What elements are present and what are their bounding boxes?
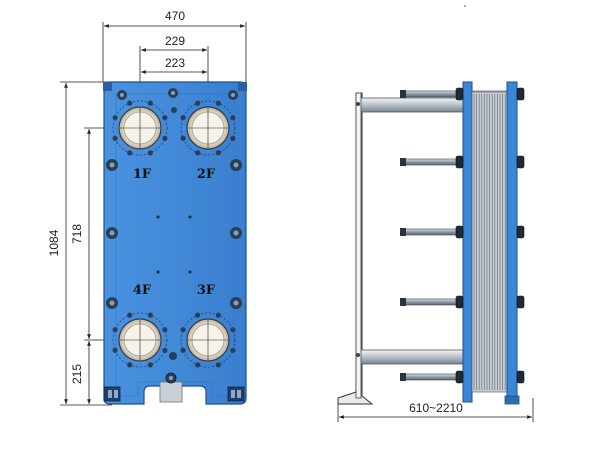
- port-bolt: [195, 150, 201, 156]
- port-bolt: [195, 312, 201, 318]
- nut-left: [455, 87, 464, 101]
- port-bolt: [180, 327, 186, 333]
- tie-rod-end: [400, 373, 406, 381]
- port-4f: [112, 312, 168, 368]
- nut-right: [516, 225, 525, 239]
- port-bolt: [215, 362, 221, 368]
- dimension-port-spacing-inner: 223: [141, 56, 207, 74]
- nut-left: [455, 295, 464, 309]
- tie-rod-end: [400, 158, 406, 166]
- port-bolt: [162, 347, 168, 353]
- port-bolt: [195, 100, 201, 106]
- port-bolt: [162, 327, 168, 333]
- dim-label-229: 229: [165, 34, 185, 48]
- stray-dot: [464, 5, 466, 7]
- port-bolt: [127, 150, 133, 156]
- port-bolt: [147, 312, 153, 318]
- port-bolt-rings: [112, 100, 236, 368]
- tie-rod-end: [400, 298, 406, 306]
- nut-right: [516, 155, 525, 169]
- port-bolt: [127, 312, 133, 318]
- plate-bottom-tab: [159, 372, 183, 403]
- dimension-overall-width: 470: [102, 9, 247, 82]
- side-view: 610~2210: [337, 5, 534, 422]
- port-bolt: [215, 100, 221, 106]
- port-label-4f: 4F: [133, 283, 152, 298]
- front-view: 470 229 223 1084 718 21: [47, 9, 247, 406]
- nut-right: [516, 87, 525, 101]
- port-bolt: [230, 135, 236, 141]
- dim-label-470: 470: [165, 9, 185, 23]
- nut-right: [516, 295, 525, 309]
- port-bolt: [112, 327, 118, 333]
- plate-side-bolts: [106, 159, 242, 360]
- port-bolt: [230, 347, 236, 353]
- port-bolt: [147, 150, 153, 156]
- port-bolt: [112, 135, 118, 141]
- dim-label-223: 223: [165, 56, 185, 70]
- dimension-frame-length: 610~2210: [337, 398, 534, 422]
- side-fixed-frame: [462, 81, 473, 403]
- nut-left: [455, 370, 464, 384]
- side-pressure-plate: [504, 81, 520, 405]
- port-bolt: [112, 115, 118, 121]
- port-bolt: [127, 362, 133, 368]
- side-plate-pack: [471, 91, 508, 393]
- nut-left: [455, 155, 464, 169]
- nut-right: [516, 370, 525, 384]
- plate-corner-lugs: [103, 82, 247, 402]
- port-bolt: [230, 115, 236, 121]
- side-nuts: [400, 87, 525, 384]
- port-bolt: [195, 362, 201, 368]
- dim-label-718: 718: [70, 224, 84, 244]
- port-bolt: [112, 347, 118, 353]
- dim-label-1084: 1084: [47, 229, 61, 256]
- tie-rod-end: [400, 228, 406, 236]
- port-bolt: [127, 100, 133, 106]
- dimension-bottom-offset: 215: [70, 341, 91, 404]
- port-bolt: [180, 115, 186, 121]
- port-2f: [180, 100, 236, 156]
- dim-label-215: 215: [70, 364, 84, 384]
- port-label-1f: 1F: [133, 167, 152, 182]
- port-bolt: [147, 100, 153, 106]
- port-bolt: [147, 362, 153, 368]
- port-bolt: [180, 347, 186, 353]
- tie-rod-end: [400, 90, 406, 98]
- port-label-2f: 2F: [197, 167, 216, 182]
- port-bolt: [162, 115, 168, 121]
- nut-left: [455, 225, 464, 239]
- port-3f: [180, 312, 236, 368]
- port-bolt: [180, 135, 186, 141]
- port-bolt: [215, 312, 221, 318]
- port-bolt: [162, 135, 168, 141]
- dim-label-610-2210: 610~2210: [409, 401, 463, 415]
- plate-top-fittings: [117, 88, 238, 113]
- port-bolt: [215, 150, 221, 156]
- port-1f: [112, 100, 168, 156]
- port-bolt: [230, 327, 236, 333]
- side-support-column: [337, 92, 374, 405]
- port-label-3f: 3F: [197, 283, 216, 298]
- side-guide-bars: [360, 97, 470, 365]
